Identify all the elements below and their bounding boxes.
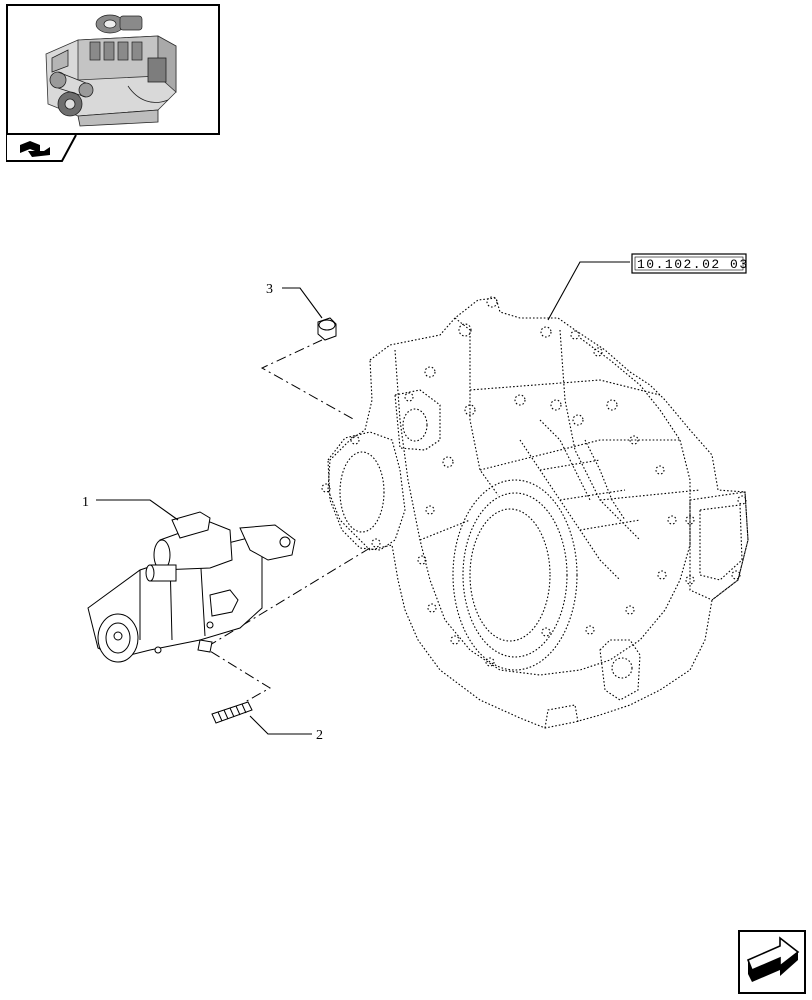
next-page-arrow-icon[interactable] — [738, 930, 806, 994]
leader-lines — [96, 261, 630, 735]
engine-thumbnail-drawing — [45, 14, 177, 127]
thumbnail-tab — [5, 134, 78, 168]
starter-motor — [87, 511, 296, 663]
stud — [211, 701, 253, 724]
flywheel-housing — [321, 296, 749, 729]
reference-box[interactable]: 10.102.02 03 — [631, 253, 749, 274]
engine-thumbnail — [6, 4, 220, 135]
callout-3: 3 — [266, 282, 273, 297]
callout-2: 2 — [316, 728, 323, 743]
book-open-icon — [20, 141, 50, 157]
assembly-lines — [204, 339, 371, 703]
callout-1: 1 — [82, 495, 89, 510]
thumbnail-tab-shape — [5, 134, 77, 162]
nut — [317, 317, 337, 341]
next-page-button[interactable] — [738, 930, 806, 994]
reference-label[interactable]: 10.102.02 03 — [637, 257, 749, 272]
